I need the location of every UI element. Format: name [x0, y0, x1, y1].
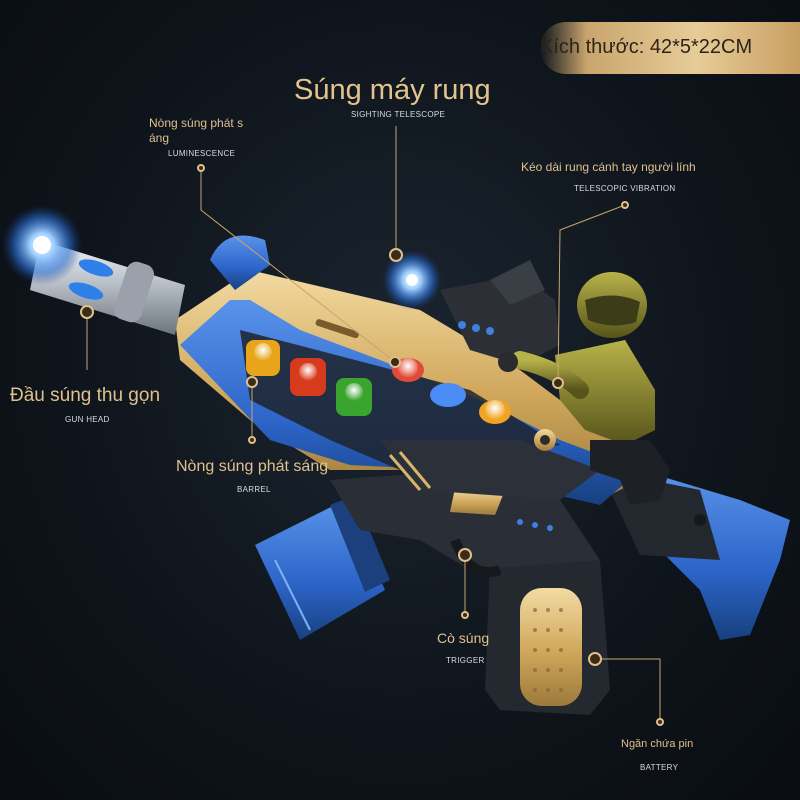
leader-lines	[86, 126, 661, 722]
trigger-label: Cò súng	[437, 630, 490, 646]
magazine	[255, 495, 390, 640]
gun-head-label: Đầu súng thu gọn	[10, 385, 161, 406]
gun-scope	[382, 250, 560, 365]
trigger-label-en: TRIGGER	[446, 656, 485, 665]
gun-barrel	[2, 205, 185, 335]
size-badge	[540, 22, 800, 74]
title-label: Súng máy rung	[294, 74, 491, 106]
led-lights	[246, 340, 511, 424]
soldier-figure	[498, 272, 670, 505]
barrel-label: Nòng súng phát sáng	[176, 458, 329, 475]
size-badge-text: Kích thước: 42*5*22CM	[540, 36, 753, 58]
luminescence-label-line1: Nòng súng phát s	[149, 116, 244, 130]
luminescence-label-en: LUMINESCENCE	[168, 149, 236, 158]
barrel-label-en: BARREL	[237, 485, 271, 494]
battery-label-en: BATTERY	[640, 763, 679, 772]
gun-head-label-en: GUN HEAD	[65, 415, 110, 424]
telescopic-label-en: TELESCOPIC VIBRATION	[574, 184, 676, 193]
battery-label: Ngăn chứa pin	[621, 738, 694, 750]
telescopic-label: Kéo dài rung cánh tay người lính	[521, 160, 696, 174]
leader-dots	[80, 164, 664, 726]
title-label-en: SIGHTING TELESCOPE	[351, 110, 446, 119]
luminescence-label-line2: áng	[149, 131, 170, 145]
pistol-grip	[485, 560, 610, 715]
